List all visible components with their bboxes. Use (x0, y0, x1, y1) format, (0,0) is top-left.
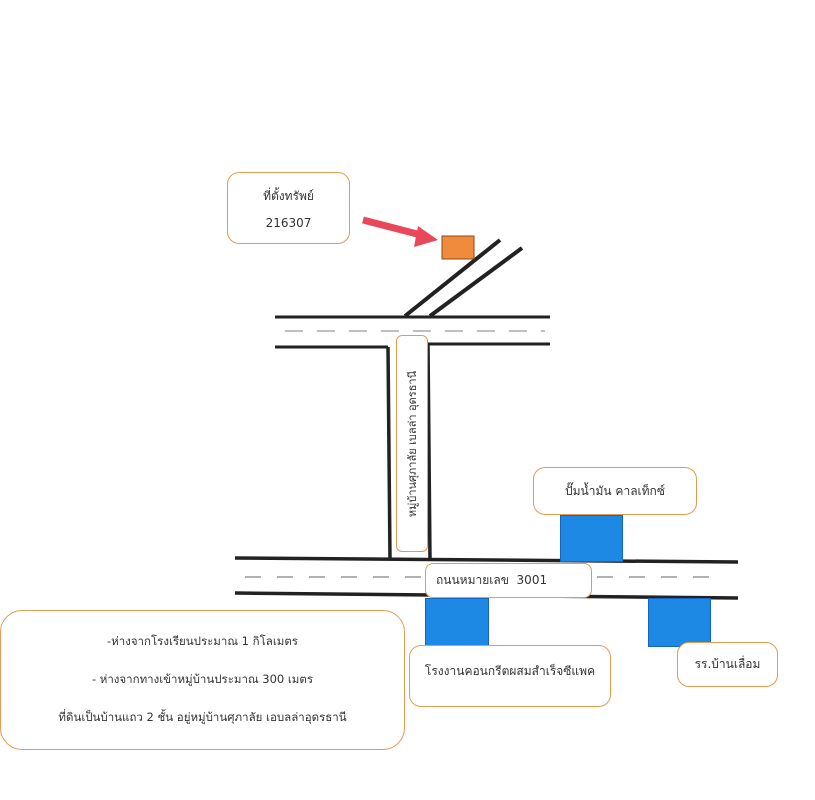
notes-box: -ห่างจากโรงเรียนประมาณ 1 กิโลเมตร - ห่าง… (0, 610, 405, 750)
property-marker (441, 235, 475, 260)
note-property-description: ที่ดินเป็นบ้านแถว 2 ชั้น อยู่หมู่บ้านศุภ… (58, 710, 347, 724)
property-label: ที่ตั้งทรัพย์ 216307 (227, 172, 350, 244)
school-text: รร.บ้านเลื่อม (694, 657, 761, 671)
factory-marker (425, 598, 489, 647)
school-label: รร.บ้านเลื่อม (677, 642, 778, 687)
village-road-label: หมู่บ้านศุภาลัย เบลล่า อุดรธานี (396, 335, 428, 552)
property-title: ที่ตั้งทรัพย์ (263, 188, 314, 203)
village-road (386, 343, 432, 561)
main-road-text: ถนนหมายเลข 3001 (436, 573, 548, 587)
note-distance-entrance: - ห่างจากทางเข้าหมู่บ้านประมาณ 300 เมตร (91, 672, 314, 686)
gas-station-text: ปั๊มน้ำมัน คาลเท็กซ์ (565, 483, 665, 498)
main-road-label: ถนนหมายเลข 3001 (425, 563, 592, 598)
upper-road (275, 315, 550, 349)
school-marker (648, 598, 711, 647)
village-road-text: หมู่บ้านศุภาลัย เบลล่า อุดรธานี (406, 370, 419, 517)
gas-station-marker (560, 515, 623, 562)
factory-text: โรงงานคอนกรีตผสมสำเร็จซีแพค (424, 664, 596, 678)
property-code: 216307 (265, 215, 312, 230)
factory-label: โรงงานคอนกรีตผสมสำเร็จซีแพค (409, 645, 611, 707)
red-arrow-icon (362, 216, 438, 247)
note-distance-school: -ห่างจากโรงเรียนประมาณ 1 กิโลเมตร (107, 634, 298, 648)
gas-station-label: ปั๊มน้ำมัน คาลเท็กซ์ (533, 467, 697, 515)
diagonal-road (403, 238, 524, 318)
